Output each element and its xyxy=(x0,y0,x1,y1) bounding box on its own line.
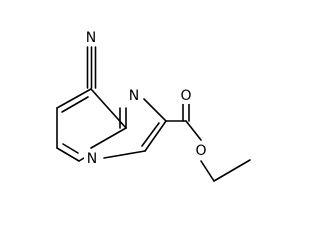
bridge-n-label: N xyxy=(87,151,97,167)
bond-n4-c8a xyxy=(90,127,127,149)
ring-n-bg xyxy=(127,88,141,104)
bond-c6-c5 xyxy=(56,147,80,162)
molecule-diagram: N N N O O xyxy=(56,30,251,182)
nitrile-n-bg xyxy=(84,30,98,46)
nitrile-n-label: N xyxy=(86,30,96,46)
carbonyl-o-label: O xyxy=(180,88,191,104)
ester-o-label: O xyxy=(195,143,206,159)
bond-c3-n4 xyxy=(103,150,146,159)
bond-ch2-ch3 xyxy=(213,159,251,182)
bond-carbonyl-ester-o xyxy=(185,120,202,141)
bond-c6-c5-inner xyxy=(62,143,79,154)
bridge-n-bg xyxy=(84,151,100,167)
ring-n-label: N xyxy=(129,88,139,104)
bond-c5-n4 xyxy=(78,157,85,162)
bond-c2-c3-inner xyxy=(141,122,160,147)
ester-o-bg xyxy=(194,143,208,159)
bond-c8-c7-inner xyxy=(61,96,89,113)
bond-ester-o-ch2 xyxy=(200,160,215,182)
carbonyl-o-bg xyxy=(179,88,193,104)
bond-n1-c2 xyxy=(143,98,167,122)
structure-canvas: N N N O O xyxy=(56,30,251,182)
bond-c8-c7 xyxy=(56,88,92,109)
bond-c2-c3 xyxy=(144,120,167,152)
